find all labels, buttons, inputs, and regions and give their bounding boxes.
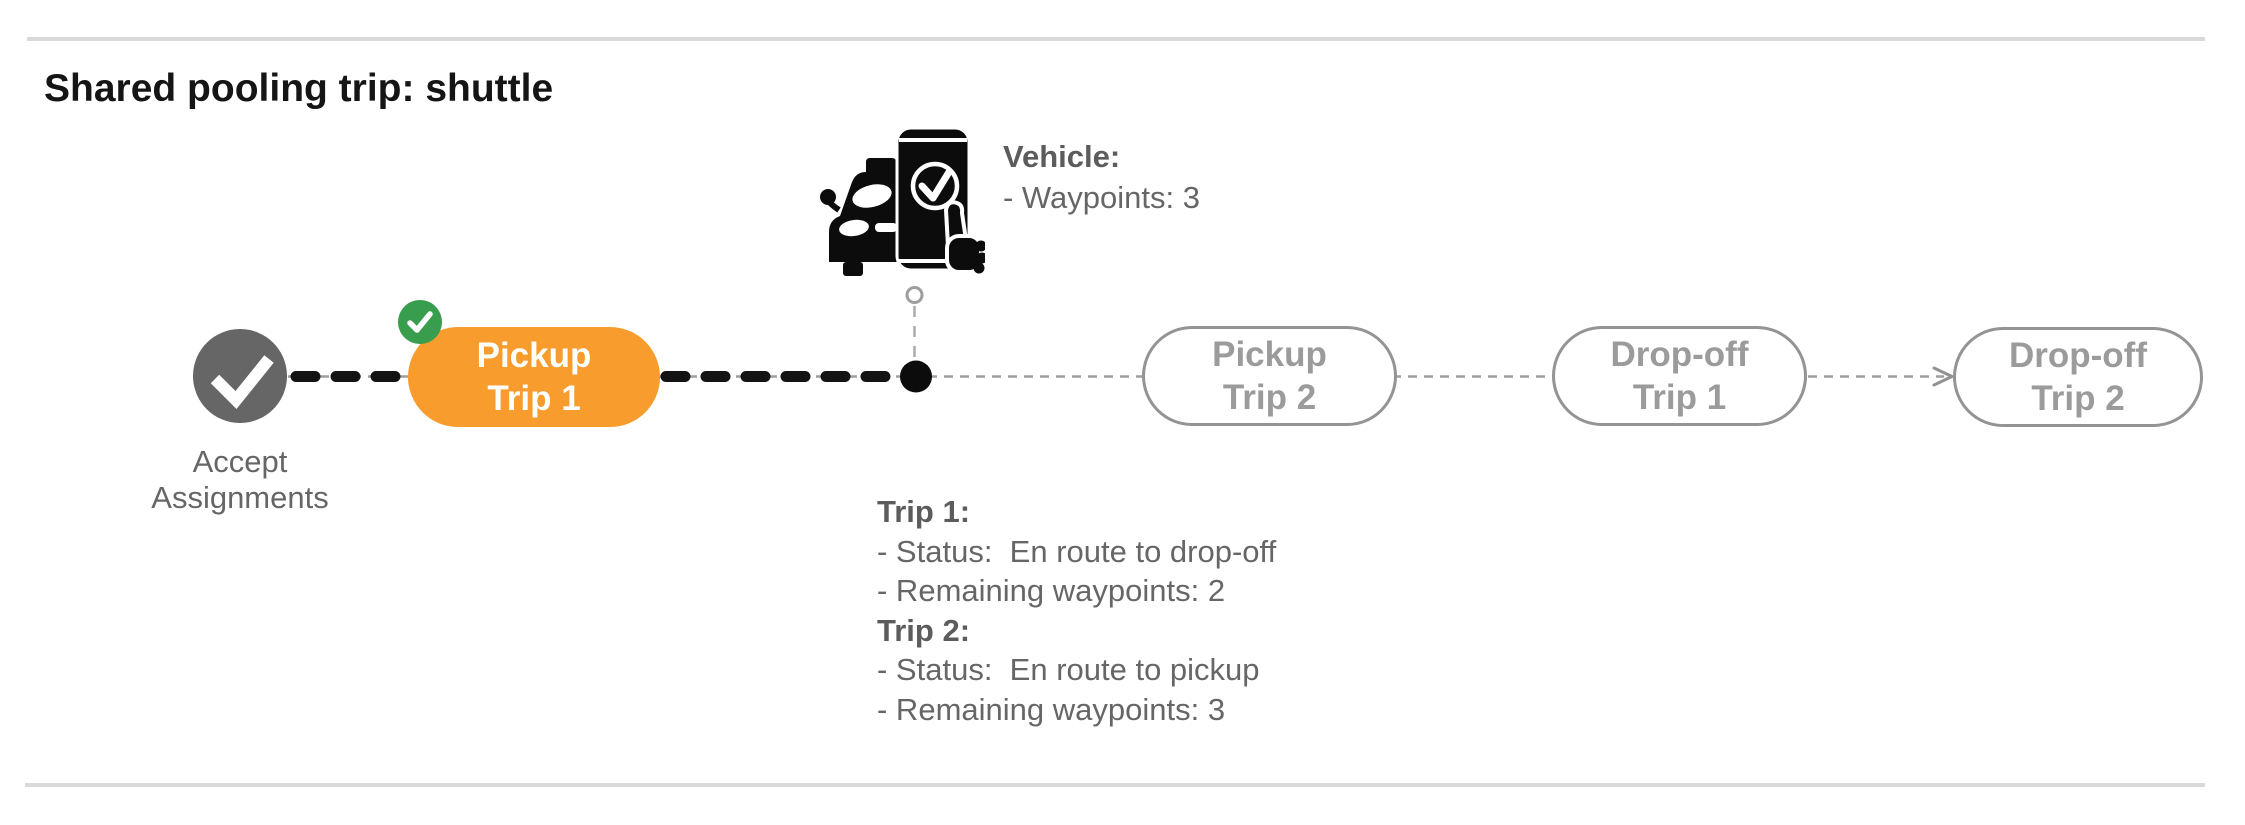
bottom-divider <box>25 783 2205 787</box>
node-accept-assignments-label: Accept Assignments <box>151 444 329 515</box>
arrowhead-icon <box>1932 366 1954 387</box>
page-title: Shared pooling trip: shuttle <box>44 67 554 110</box>
node-pickup-trip-2: Pickup Trip 2 <box>1142 326 1397 426</box>
current-position-dot <box>900 360 932 393</box>
node-pickup-trip-1: Pickup Trip 1 <box>408 327 660 427</box>
node-accept-assignments <box>193 329 287 423</box>
trip1-status-lines: - Status: En route to drop-off - Remaini… <box>877 533 1277 609</box>
trip2-status-lines: - Status: En route to pickup - Remaining… <box>877 652 1260 727</box>
top-divider <box>27 37 2205 41</box>
vehicle-annotation-heading: Vehicle: <box>1003 139 1121 174</box>
trip2-heading: Trip 2: <box>877 612 971 648</box>
trip1-heading: Trip 1: <box>877 494 971 529</box>
node-dropoff-trip-2: Drop-off Trip 2 <box>1953 327 2203 427</box>
vehicle-phone-check-icon <box>820 126 985 276</box>
completed-badge <box>398 300 442 344</box>
vehicle-anchor-circle <box>905 286 924 304</box>
trip-status-annotation: Trip 1: - Status: En route to drop-off -… <box>877 492 1276 729</box>
vehicle-annotation-lines: - Waypoints: 3 <box>1003 180 1200 215</box>
node-dropoff-trip-1: Drop-off Trip 1 <box>1552 326 1807 426</box>
vehicle-annotation: Vehicle: - Waypoints: 3 <box>1003 136 1200 218</box>
check-icon <box>407 311 433 333</box>
check-icon <box>210 355 274 409</box>
